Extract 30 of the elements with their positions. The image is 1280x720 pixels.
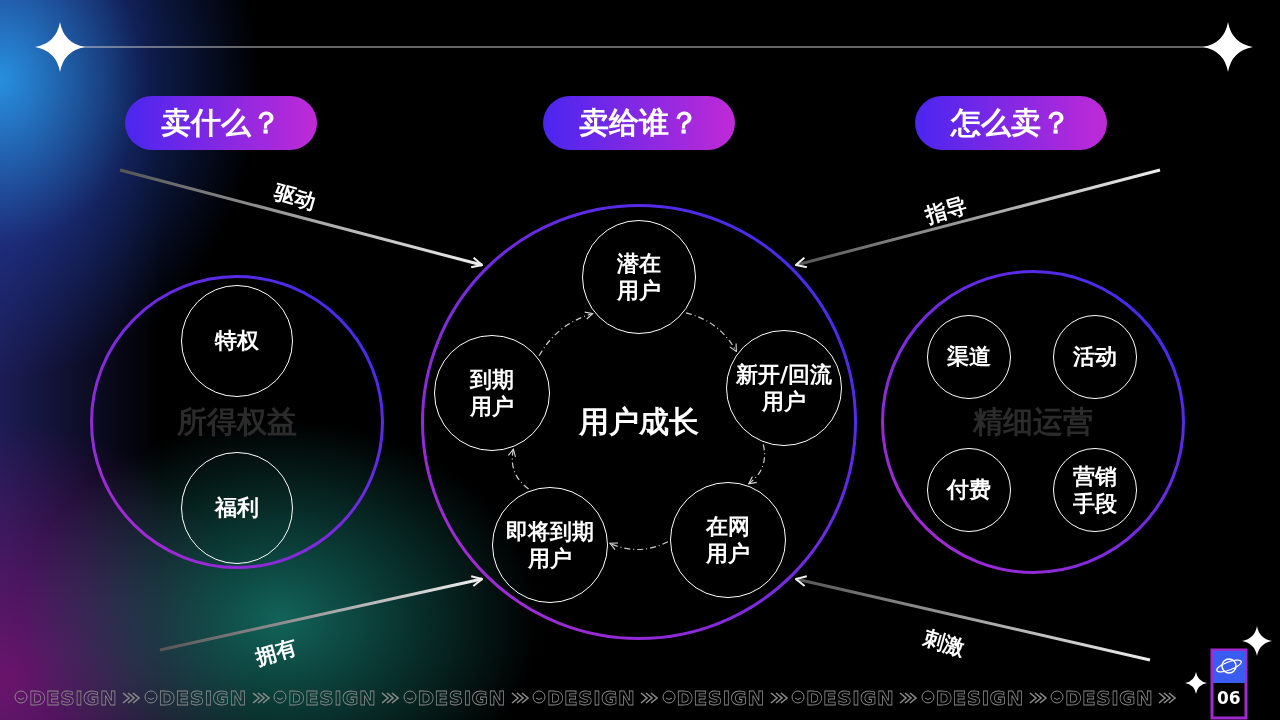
- dashed-arrow: [538, 311, 594, 357]
- arrow: [795, 575, 1151, 662]
- edge-label: 刺激: [919, 624, 969, 663]
- footer-text: DESIGN: [547, 686, 636, 710]
- dashed-arrow: [609, 541, 669, 551]
- footer-text: DESIGN: [158, 686, 247, 710]
- edge-label: 拥有: [251, 633, 301, 672]
- question-pill: 怎么卖？: [915, 96, 1107, 150]
- question-pill: 卖什么？: [125, 96, 317, 150]
- arrow: [119, 168, 483, 269]
- footer-text: DESIGN: [288, 686, 377, 710]
- footer-text: DESIGN: [417, 686, 506, 710]
- dashed-arrow: [508, 448, 530, 490]
- arrow: [159, 575, 483, 652]
- footer-text: DESIGN: [1065, 686, 1154, 710]
- dashed-arrow: [685, 312, 737, 353]
- dashed-arrow: [748, 443, 766, 485]
- question-pill: 卖给谁？: [543, 96, 735, 150]
- footer-text: DESIGN: [29, 686, 118, 710]
- group-circle: [421, 204, 857, 640]
- group-circle: [90, 275, 384, 569]
- footer-text: DESIGN: [806, 686, 895, 710]
- footer-text: DESIGN: [935, 686, 1024, 710]
- footer-text: DESIGN: [676, 686, 765, 710]
- arrow: [795, 168, 1161, 269]
- page-number: 06: [1217, 688, 1241, 708]
- edge-label: 指导: [921, 191, 971, 230]
- edge-label: 驱动: [270, 178, 320, 217]
- group-circle: [881, 270, 1185, 574]
- center-title: 用户成长: [579, 402, 699, 441]
